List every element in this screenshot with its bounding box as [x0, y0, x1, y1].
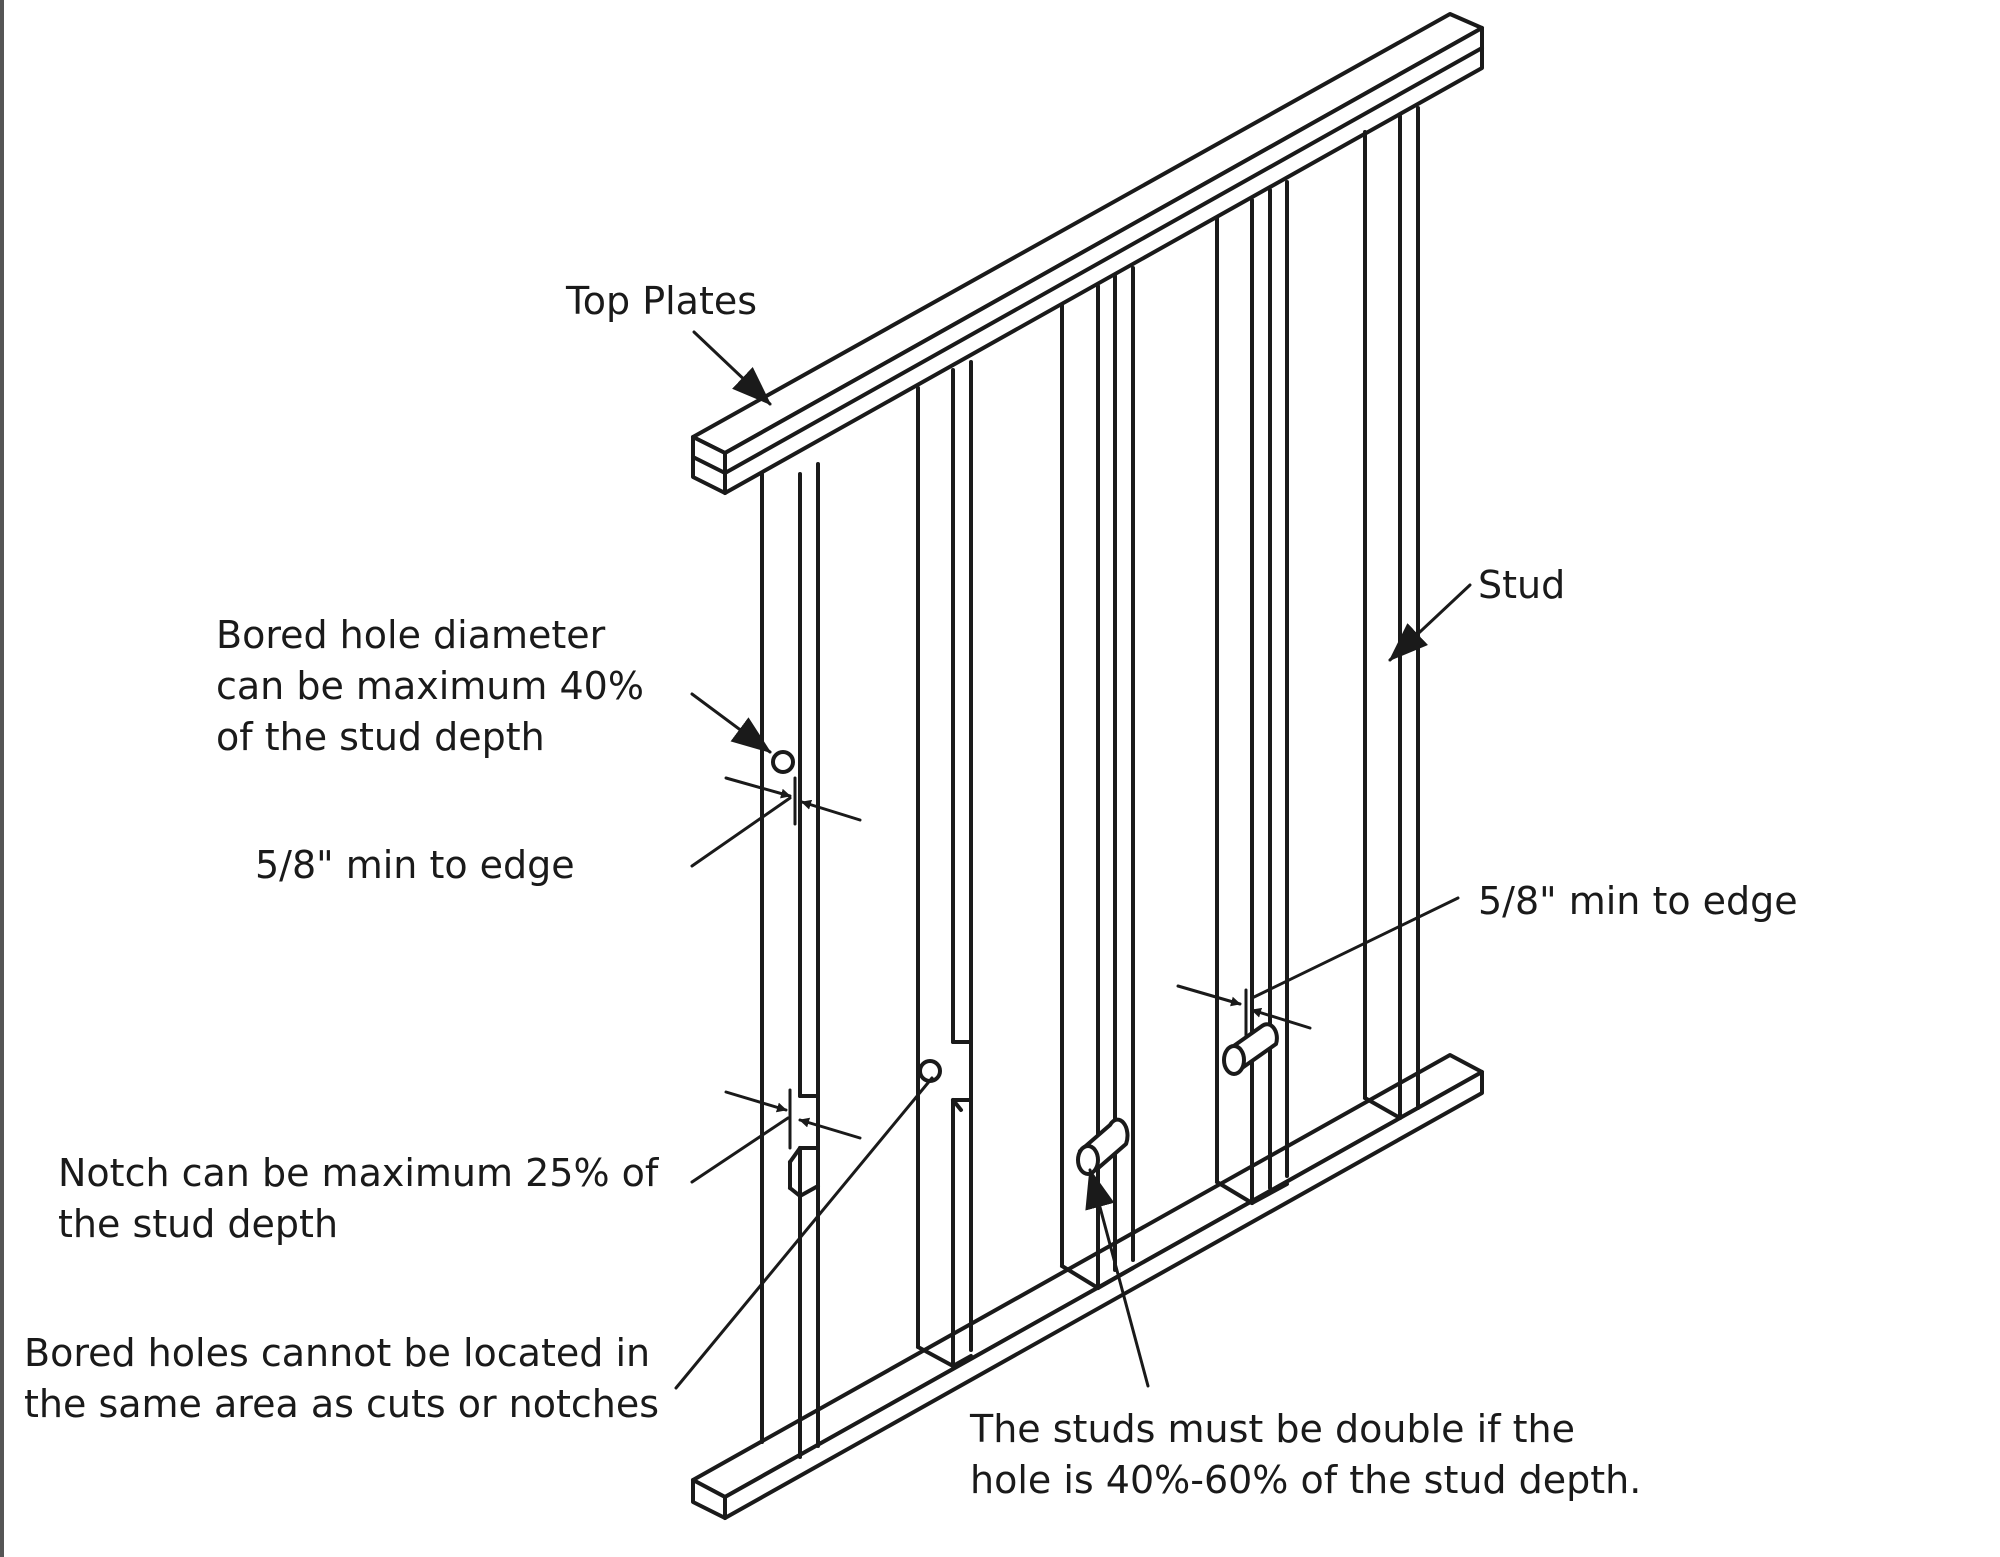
stud-3-double — [1060, 266, 1135, 1290]
label-min-edge-right: 5/8" min to edge — [1478, 879, 1798, 923]
top-plates — [691, 12, 1484, 495]
stud-5 — [1363, 106, 1420, 1120]
leader-lines — [674, 330, 1472, 1390]
label-bored-hole-line-1: Bored hole diameter — [216, 613, 606, 657]
label-min-edge-left: 5/8" min to edge — [255, 843, 575, 887]
label-bored-hole-line-3: of the stud depth — [216, 715, 545, 759]
label-bored-hole-line-2: can be maximum 40% — [216, 664, 644, 708]
label-bored-cuts-line-2: the same area as cuts or notches — [24, 1382, 660, 1426]
label-bored-cuts-line-1: Bored holes cannot be located in — [24, 1331, 651, 1375]
label-stud: Stud — [1478, 563, 1566, 607]
label-double-line-2: hole is 40%-60% of the stud depth. — [970, 1458, 1642, 1502]
label-top-plates: Top Plates — [566, 279, 758, 323]
image-left-border — [0, 0, 4, 1557]
label-double-line-1: The studs must be double if the — [970, 1407, 1575, 1451]
label-notch-line-1: Notch can be maximum 25% of — [58, 1151, 659, 1195]
stud-1 — [760, 462, 820, 1459]
stud-2 — [916, 360, 973, 1368]
bottom-plate — [691, 1053, 1484, 1520]
label-notch-line-2: the stud depth — [58, 1202, 339, 1246]
stud-4-double — [1215, 180, 1289, 1205]
